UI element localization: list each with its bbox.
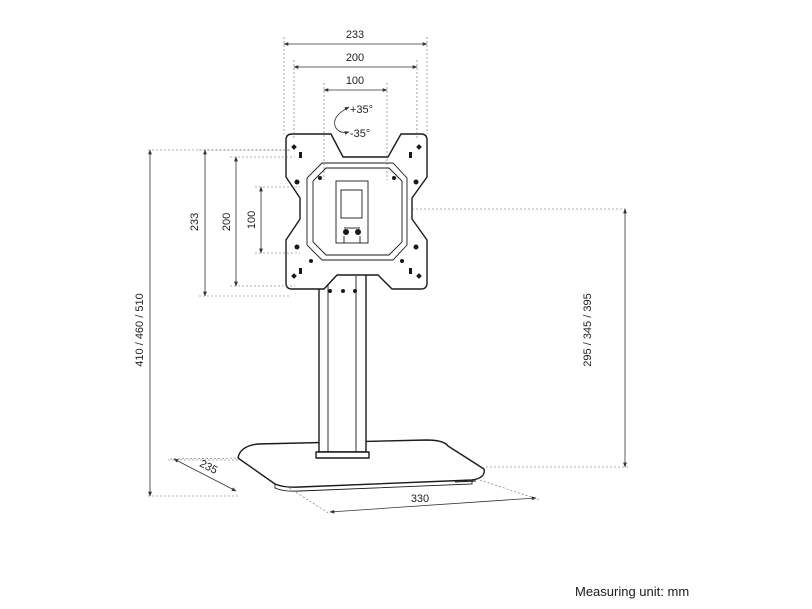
tilt-down-label: -35°	[350, 128, 370, 140]
base-plate	[237, 439, 485, 492]
vesa-inner-height-label: 100	[246, 211, 258, 229]
base-dimensions	[173, 458, 537, 514]
top-dimensions	[283, 42, 428, 92]
vesa-mount-plate	[285, 133, 428, 290]
vesa-mid-width-label: 200	[346, 52, 364, 64]
measuring-unit-note: Measuring unit: mm	[575, 584, 690, 599]
base-depth-label: 235	[197, 458, 219, 477]
vesa-outer-height-label: 233	[189, 213, 201, 231]
total-height-label: 410 / 460 / 510	[134, 293, 146, 366]
base-width-label: 330	[411, 493, 429, 505]
stand-column	[315, 270, 370, 459]
tilt-arrow-icon	[334, 106, 350, 135]
center-height-label: 295 / 345 / 395	[582, 293, 594, 366]
tilt-up-label: +35°	[350, 104, 373, 116]
vesa-mid-height-label: 200	[221, 213, 233, 231]
vesa-outer-width-label: 233	[346, 29, 364, 41]
vesa-inner-width-label: 100	[346, 75, 364, 87]
left-dimensions	[148, 149, 263, 497]
